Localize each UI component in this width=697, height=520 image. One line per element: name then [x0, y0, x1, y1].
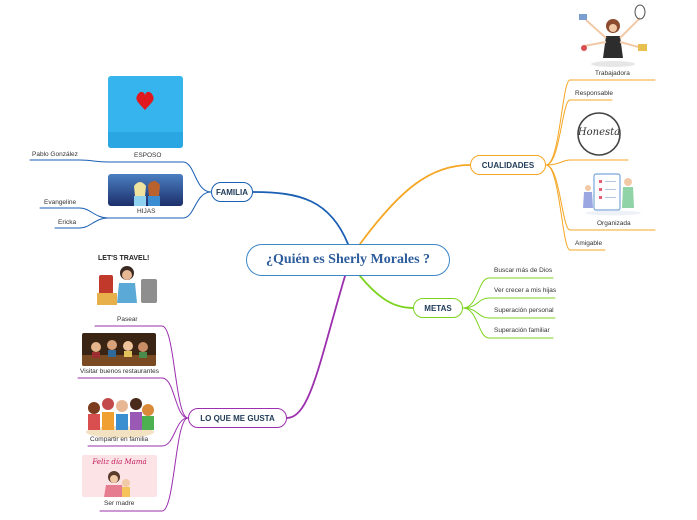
madre-text: Feliz día Mamá — [92, 458, 147, 466]
heart-image — [108, 76, 183, 148]
heart-icon — [108, 91, 183, 148]
topic-cualidades[interactable]: CUALIDADES — [470, 155, 546, 175]
honesta-logo-text: Honesta — [577, 127, 621, 138]
topic-metas[interactable]: METAS — [413, 298, 463, 318]
hija-1-name: Evangeline — [44, 199, 77, 206]
pasear-image: LET'S TRAVEL! — [95, 253, 162, 309]
hija-2-name: Ericka — [58, 219, 77, 226]
topic-familia[interactable]: FAMILIA — [211, 182, 253, 202]
cualidad-amigable: Amigable — [575, 240, 603, 247]
honesta-badge-icon — [577, 112, 621, 156]
mother-illustration — [82, 455, 157, 497]
restaurantes-image — [82, 333, 156, 366]
madre-image: Feliz día Mamá — [82, 455, 157, 497]
meta-4: Superación familiar — [494, 327, 550, 334]
organizada-image — [576, 168, 651, 218]
gusta-restaurantes: Visitar buenos restaurantes — [80, 368, 160, 375]
familia-image — [82, 392, 158, 438]
cualidad-responsable: Responsable — [575, 90, 613, 97]
hijas-image — [108, 174, 183, 206]
link-gusta — [286, 275, 346, 419]
link-metas — [359, 275, 414, 309]
link-cualidades — [359, 164, 471, 245]
travel-illustration — [95, 253, 162, 309]
meta-2: Ver crecer a mis hijas — [494, 287, 557, 294]
cualidad-trabajadora: Trabajadora — [595, 70, 630, 77]
princesses-illustration — [108, 174, 183, 206]
meta-1: Buscar más de Dios — [494, 267, 553, 274]
hijas-label: HIJAS — [137, 208, 156, 215]
gusta-pasear: Pasear — [117, 316, 138, 323]
cualidad-organizada: Organizada — [597, 220, 631, 227]
travel-text: LET'S TRAVEL! — [98, 255, 150, 262]
esposo-name: Pablo González — [32, 151, 78, 158]
honesta-logo: Honesta — [576, 111, 622, 157]
topic-lo-que-me-gusta[interactable]: LO QUE ME GUSTA — [188, 408, 287, 428]
trabajadora-image — [576, 0, 651, 68]
link-familia — [252, 191, 349, 245]
meta-3: Superación personal — [494, 307, 554, 314]
gusta-ser-madre: Ser madre — [104, 500, 135, 507]
central-topic[interactable]: ¿Quién es Sherly Morales ? — [246, 244, 450, 276]
multitasking-woman-illustration — [576, 0, 651, 68]
family-gathering-illustration — [82, 392, 158, 438]
checklist-illustration — [576, 168, 651, 218]
restaurant-illustration — [82, 333, 156, 366]
esposo-label: ESPOSO — [134, 152, 162, 159]
gusta-compartir: Compartir en familia — [90, 436, 149, 443]
